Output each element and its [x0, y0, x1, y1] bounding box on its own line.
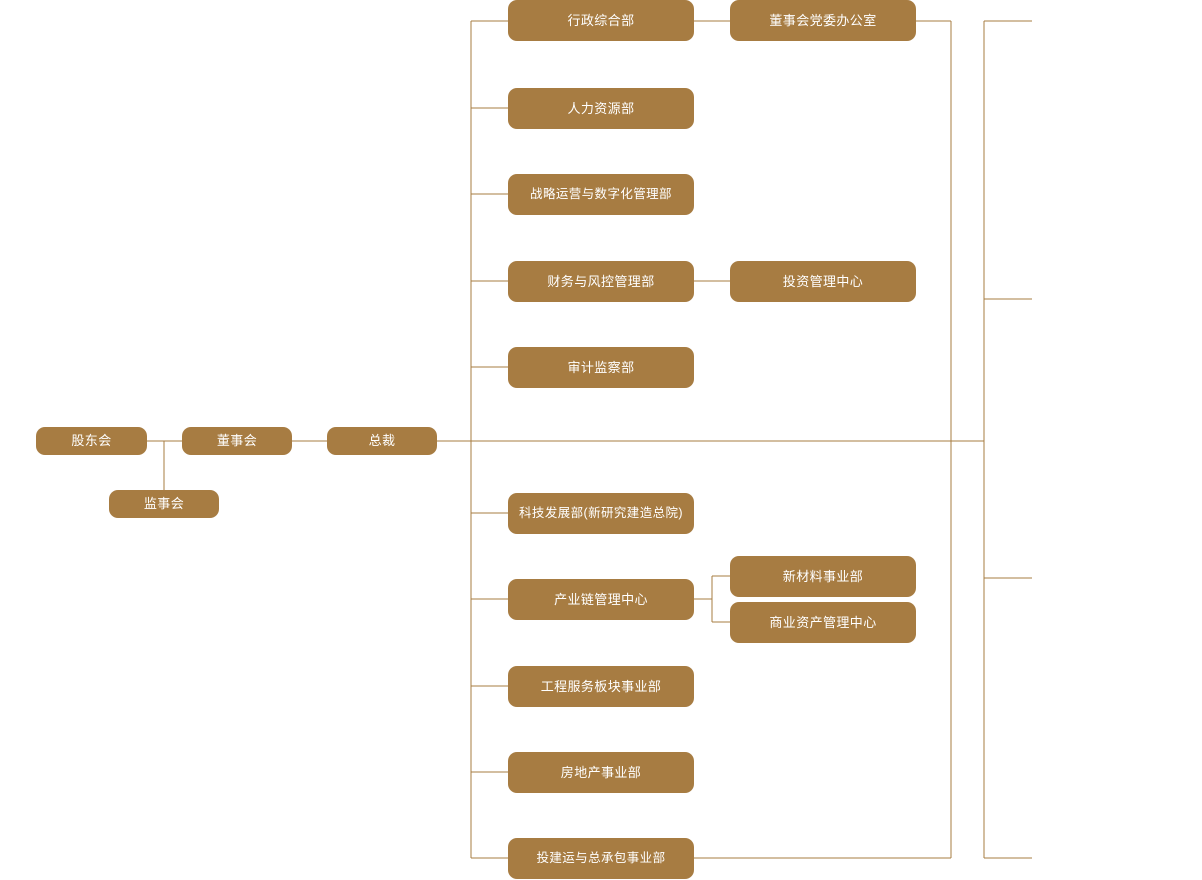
node-technology-development-department[interactable]: 科技发展部(新研究建造总院) — [508, 493, 694, 534]
node-label: 行政综合部 — [567, 12, 635, 28]
node-label: 房地产事业部 — [560, 764, 642, 780]
node-label: 科技发展部(新研究建造总院) — [519, 506, 683, 520]
node-label: 财务与风控管理部 — [547, 273, 655, 289]
node-label: 产业链管理中心 — [554, 591, 648, 607]
node-engineering-services-division[interactable]: 工程服务板块事业部 — [508, 666, 694, 707]
node-finance-risk-department[interactable]: 财务与风控管理部 — [508, 261, 694, 302]
node-shareholders-meeting[interactable]: 股东会 — [36, 427, 147, 455]
node-label: 投建运与总承包事业部 — [536, 851, 666, 865]
node-label: 商业资产管理中心 — [769, 614, 877, 630]
node-label: 总裁 — [368, 433, 396, 449]
node-industry-chain-management-center[interactable]: 产业链管理中心 — [508, 579, 694, 620]
node-label: 战略运营与数字化管理部 — [530, 187, 672, 201]
node-new-materials-division[interactable]: 新材料事业部 — [730, 556, 916, 597]
node-label: 工程服务板块事业部 — [540, 678, 662, 694]
node-label: 监事会 — [143, 496, 185, 512]
node-board-party-committee-office[interactable]: 董事会党委办公室 — [730, 0, 916, 41]
node-label: 投资管理中心 — [782, 273, 864, 289]
node-administration-department[interactable]: 行政综合部 — [508, 0, 694, 41]
node-board-of-directors[interactable]: 董事会 — [182, 427, 292, 455]
node-label: 审计监察部 — [567, 359, 635, 375]
node-label: 新材料事业部 — [782, 568, 864, 584]
node-commercial-asset-management-center[interactable]: 商业资产管理中心 — [730, 602, 916, 643]
node-label: 董事会 — [216, 433, 258, 449]
node-investment-management-center[interactable]: 投资管理中心 — [730, 261, 916, 302]
node-human-resources-department[interactable]: 人力资源部 — [508, 88, 694, 129]
node-investment-construction-epc-division[interactable]: 投建运与总承包事业部 — [508, 838, 694, 879]
node-president[interactable]: 总裁 — [327, 427, 437, 455]
node-supervisory-board[interactable]: 监事会 — [109, 490, 219, 518]
node-label: 股东会 — [71, 433, 112, 449]
node-label: 董事会党委办公室 — [769, 12, 877, 28]
node-strategy-digital-department[interactable]: 战略运营与数字化管理部 — [508, 174, 694, 215]
node-label: 人力资源部 — [567, 100, 635, 116]
node-audit-supervision-department[interactable]: 审计监察部 — [508, 347, 694, 388]
node-real-estate-division[interactable]: 房地产事业部 — [508, 752, 694, 793]
